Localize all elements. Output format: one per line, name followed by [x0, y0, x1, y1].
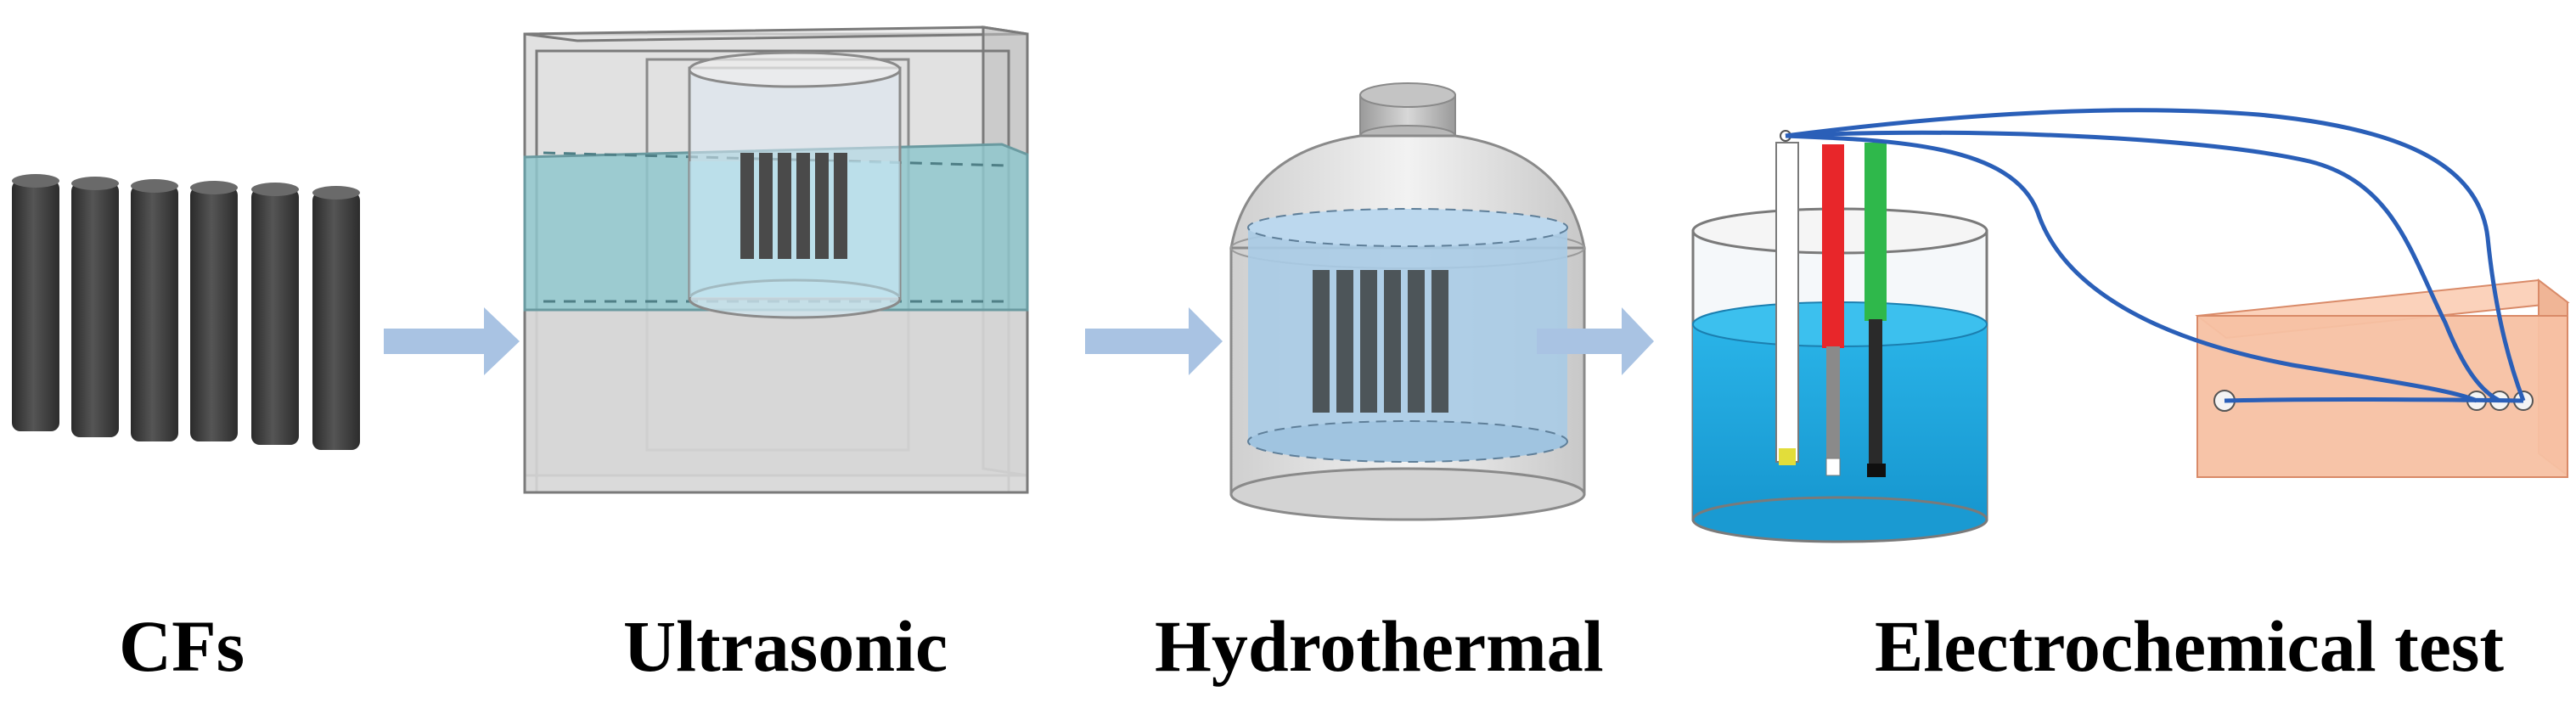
- reference-electrode: [1822, 144, 1844, 476]
- label-electrochemical-test: Electrochemical test: [1875, 605, 2505, 687]
- ultrasonic-bath: [523, 25, 1029, 494]
- hydrothermal-autoclave: [1229, 82, 1586, 521]
- carbon-fibers-in-liner: [1313, 270, 1448, 413]
- electrochemical-cell: [1691, 130, 1988, 543]
- label-hydrothermal: Hydrothermal: [1155, 605, 1604, 687]
- working-electrode: [1775, 130, 1799, 465]
- label-ultrasonic: Ultrasonic: [623, 605, 948, 687]
- carbon-fiber-rod: [12, 174, 59, 431]
- process-arrow: [1085, 307, 1223, 375]
- label-cfs: CFs: [119, 605, 245, 687]
- counter-electrode: [1865, 143, 1887, 477]
- carbon-fiber-rod: [251, 183, 299, 445]
- carbon-fiber-rod: [312, 186, 360, 450]
- carbon-fibers: [12, 174, 360, 450]
- electrode-wires: [1785, 108, 2526, 403]
- process-arrow: [384, 307, 520, 375]
- carbon-fiber-rod: [131, 179, 178, 441]
- carbon-fiber-rod: [71, 177, 119, 437]
- carbon-fibers-in-beaker: [740, 153, 847, 259]
- electrochemical-workstation: [2195, 278, 2570, 478]
- carbon-fiber-rod: [190, 181, 238, 441]
- beaker: [688, 51, 902, 319]
- process-arrow: [1537, 307, 1654, 375]
